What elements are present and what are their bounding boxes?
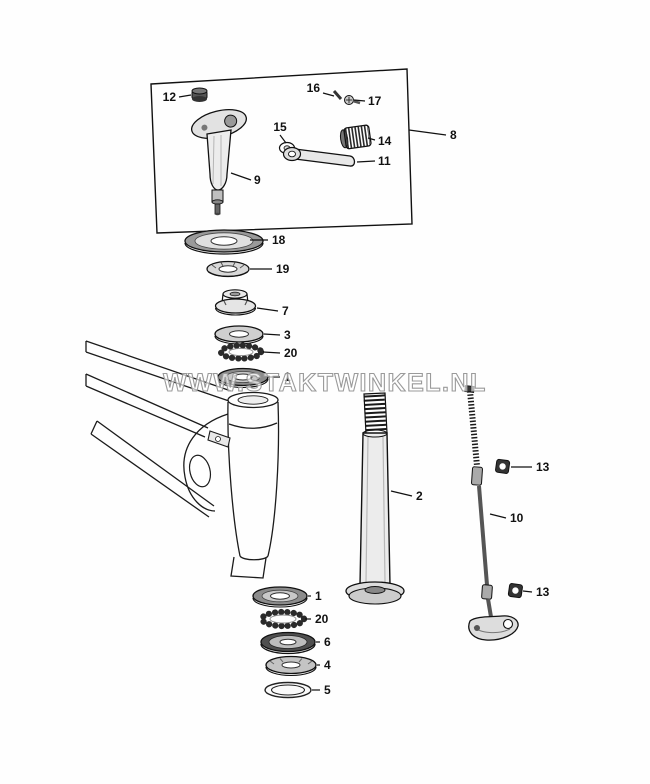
part-steering-lock-9 <box>191 109 247 216</box>
callout-11: 11 <box>378 154 391 168</box>
callout-18: 18 <box>272 233 286 247</box>
callout-3: 3 <box>284 328 291 342</box>
callout-7: 7 <box>282 304 289 318</box>
part-screw-16 <box>332 90 343 100</box>
callout-12: 12 <box>163 90 177 104</box>
part-cone-nut-7 <box>214 289 257 316</box>
part-dust-seal-6 <box>260 631 316 655</box>
callout-6: 6 <box>324 635 331 649</box>
assembly-box-8 <box>150 68 413 234</box>
part-clip-13-lower <box>507 583 523 599</box>
callout-9: 9 <box>254 173 261 187</box>
callout-1-bottom: 1 <box>315 589 322 603</box>
callout-4: 4 <box>324 658 331 672</box>
leader-lines <box>178 92 533 691</box>
callout-8: 8 <box>450 128 457 142</box>
callout-14: 14 <box>378 134 392 148</box>
callout-13-upper: 13 <box>536 460 550 474</box>
part-steering-stem-2 <box>345 392 405 605</box>
callouts: 12 16 17 15 14 11 9 8 18 19 7 3 20 1 2 1… <box>163 81 550 697</box>
callout-5: 5 <box>324 683 331 697</box>
callout-20-top: 20 <box>284 346 298 360</box>
watermark: WWW.STAKTWINKEL.NL <box>163 369 487 397</box>
callout-2: 2 <box>416 489 423 503</box>
part-screw-17 <box>344 95 361 105</box>
part-washer-3 <box>214 325 264 345</box>
part-washer-5 <box>264 681 312 699</box>
part-rod-10 <box>464 385 519 641</box>
part-clip-13-upper <box>495 458 511 474</box>
callout-13-lower: 13 <box>536 585 550 599</box>
callout-19: 19 <box>276 262 290 276</box>
part-knob-14 <box>339 124 372 150</box>
callout-16: 16 <box>307 81 321 95</box>
part-washer-18 <box>184 229 264 255</box>
part-locknut-19 <box>206 260 250 278</box>
part-race-1-top <box>217 367 269 389</box>
part-washer-4 <box>265 655 317 677</box>
callout-1-top: 1 <box>284 370 291 384</box>
callout-17: 17 <box>368 94 382 108</box>
callout-15: 15 <box>273 120 287 134</box>
callout-10: 10 <box>510 511 524 525</box>
part-cap-12 <box>191 87 208 102</box>
part-lever-11 <box>282 146 356 167</box>
part-ball-retainer-20-top <box>217 342 265 362</box>
part-ball-retainer-20-bottom <box>258 608 308 630</box>
callout-20-bottom: 20 <box>315 612 329 626</box>
part-race-1-bottom <box>252 586 308 608</box>
frame-head-tube <box>85 340 280 579</box>
